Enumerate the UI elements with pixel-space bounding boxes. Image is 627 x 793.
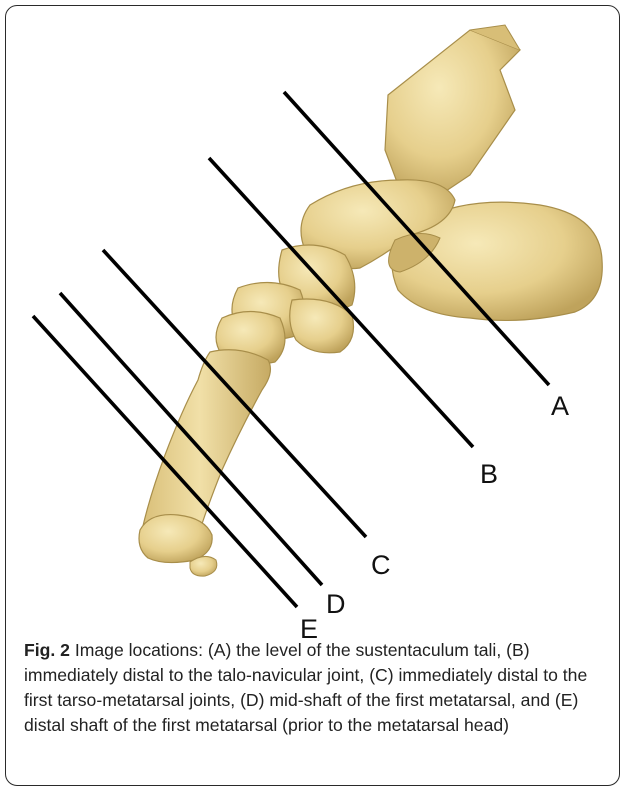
plane-label-c: C bbox=[371, 550, 391, 580]
plane-label-a: A bbox=[551, 391, 569, 421]
tibia-bone bbox=[385, 25, 520, 195]
figure-label: Fig. 2 bbox=[24, 640, 70, 660]
plane-label-d: D bbox=[326, 589, 346, 619]
first-metatarsal-bone bbox=[139, 350, 270, 576]
figure-caption: Fig. 2 Image locations: (A) the level of… bbox=[24, 638, 604, 738]
plane-label-b: B bbox=[480, 459, 498, 489]
figure-caption-text: Image locations: (A) the level of the su… bbox=[24, 640, 587, 735]
